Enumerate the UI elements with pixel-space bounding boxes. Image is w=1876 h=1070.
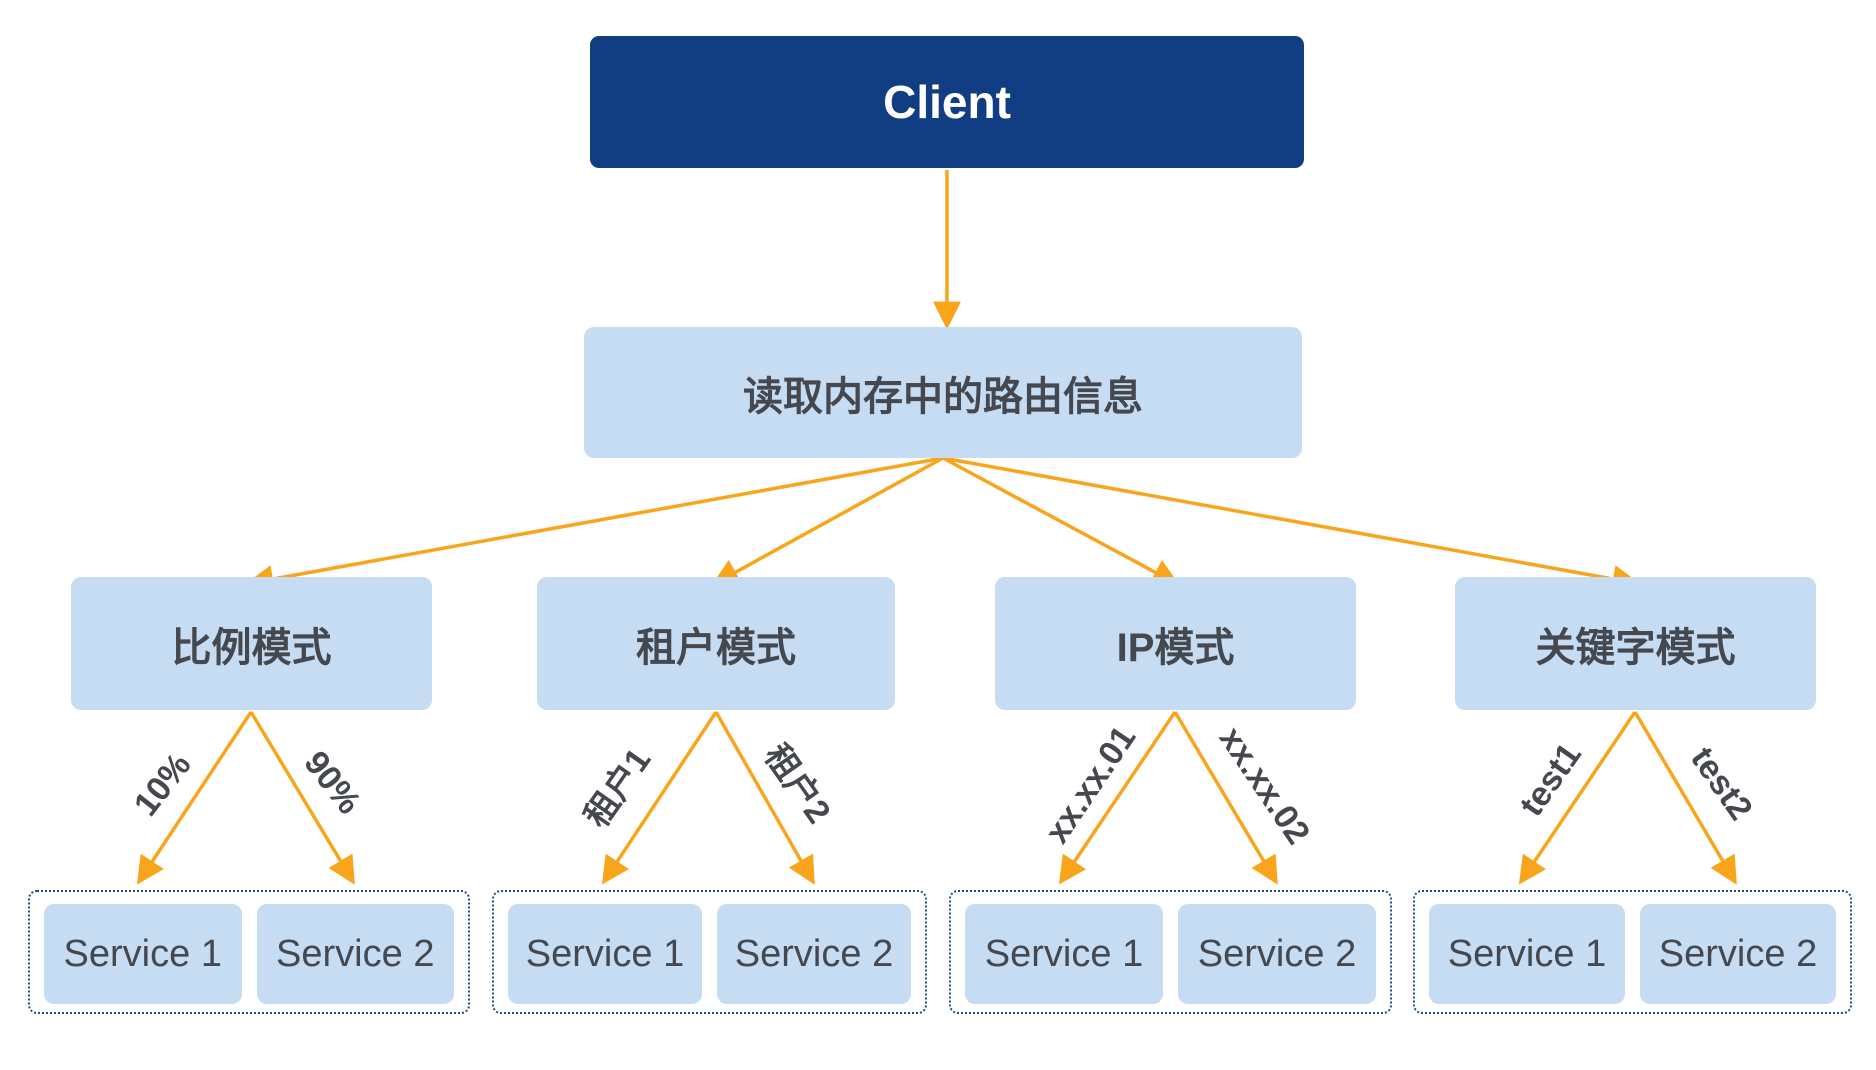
branch-label-ip-2: xx.xx.02 bbox=[1211, 720, 1318, 852]
service-label: Service 1 bbox=[1447, 932, 1607, 975]
service-group-proportion: Service 1 Service 2 bbox=[28, 890, 470, 1014]
branch-label-keyword-1: test1 bbox=[1512, 736, 1589, 824]
mode-label: 租户模式 bbox=[636, 625, 796, 670]
service-group-tenant: Service 1 Service 2 bbox=[492, 890, 927, 1014]
mode-box-ip: IP模式 bbox=[995, 577, 1356, 710]
service-label: Service 1 bbox=[63, 932, 222, 975]
service-box: Service 2 bbox=[717, 904, 911, 1004]
branch-label-proportion-1: 10% bbox=[126, 746, 199, 824]
client-label: Client bbox=[883, 76, 1011, 128]
mode-label: 比例模式 bbox=[171, 625, 332, 670]
branch-label-proportion-2: 90% bbox=[296, 744, 369, 822]
service-box: Service 1 bbox=[965, 904, 1163, 1004]
service-box: Service 2 bbox=[1640, 904, 1836, 1004]
service-box: Service 1 bbox=[44, 904, 242, 1004]
branch-label-tenant-2: 租户2 bbox=[756, 737, 838, 831]
branch-label-keyword-2: test2 bbox=[1683, 740, 1760, 828]
router-box: 读取内存中的路由信息 bbox=[584, 327, 1302, 458]
mode-label: 关键字模式 bbox=[1535, 625, 1736, 670]
router-label: 读取内存中的路由信息 bbox=[743, 374, 1143, 419]
mode-label: IP模式 bbox=[1116, 625, 1235, 670]
service-label: Service 1 bbox=[525, 932, 685, 975]
service-box: Service 2 bbox=[1178, 904, 1376, 1004]
service-group-ip: Service 1 Service 2 bbox=[949, 890, 1392, 1014]
service-label: Service 2 bbox=[1197, 932, 1357, 975]
service-label: Service 1 bbox=[984, 932, 1144, 975]
arrow-router-to-tenant bbox=[711, 456, 944, 586]
mode-box-tenant: 租户模式 bbox=[537, 577, 895, 710]
client-box: Client bbox=[590, 36, 1304, 168]
service-label: Service 2 bbox=[1658, 932, 1818, 975]
service-group-keyword: Service 1 Service 2 bbox=[1413, 890, 1852, 1014]
service-box: Service 1 bbox=[1429, 904, 1625, 1004]
service-box: Service 1 bbox=[508, 904, 702, 1004]
branch-label-tenant-1: 租户1 bbox=[577, 741, 659, 835]
service-label: Service 2 bbox=[276, 932, 435, 975]
mode-box-keyword: 关键字模式 bbox=[1455, 577, 1816, 710]
arrow-router-to-keyword bbox=[942, 456, 1641, 593]
mode-box-proportion: 比例模式 bbox=[71, 577, 432, 710]
arrow-router-to-ip bbox=[942, 456, 1180, 586]
service-label: Service 2 bbox=[734, 932, 894, 975]
service-box: Service 2 bbox=[256, 904, 454, 1004]
branch-label-ip-1: xx.xx.01 bbox=[1037, 719, 1144, 851]
arrow-router-to-proportion bbox=[245, 456, 944, 593]
